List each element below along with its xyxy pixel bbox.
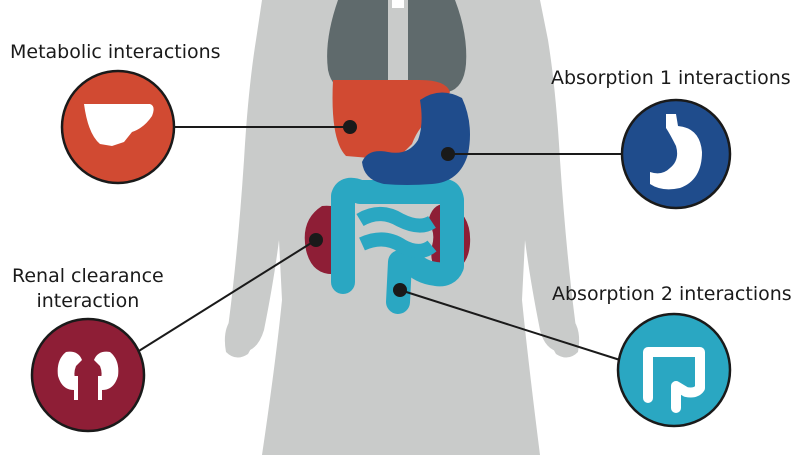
liver-icon xyxy=(84,104,154,146)
dot-stomach xyxy=(441,147,455,161)
kidneys-icon-badge xyxy=(30,317,146,433)
right-hand xyxy=(548,318,580,358)
label-absorption-2-interactions: Absorption 2 interactions xyxy=(552,283,792,305)
left-hand xyxy=(224,318,256,358)
label-absorption-1-interactions: Absorption 1 interactions xyxy=(551,67,791,89)
connector-renal xyxy=(133,239,317,355)
intestines xyxy=(331,177,464,314)
left-lung xyxy=(327,0,388,95)
intestine-icon xyxy=(643,347,705,413)
right-lung xyxy=(408,0,467,93)
trachea xyxy=(392,0,404,8)
liver-icon-badge xyxy=(60,69,176,185)
stomach-icon-badge xyxy=(620,98,732,210)
large-intestine xyxy=(331,177,464,314)
connector-dots xyxy=(309,120,455,297)
lungs xyxy=(327,0,467,95)
label-renal-line-2: interaction xyxy=(36,290,140,312)
small-intestine xyxy=(356,207,437,258)
connectors xyxy=(133,126,622,361)
stomach xyxy=(362,92,470,185)
dot-intestine xyxy=(393,283,407,297)
label-renal-clearance-interaction: Renal clearance interaction xyxy=(12,264,164,314)
kidneys-icon xyxy=(57,351,119,400)
dot-liver xyxy=(343,120,357,134)
dot-kidney xyxy=(309,233,323,247)
intestine-icon-badge xyxy=(616,312,732,428)
label-metabolic-interactions: Metabolic interactions xyxy=(10,41,221,63)
label-renal-line-1: Renal clearance xyxy=(12,265,164,287)
stomach-icon xyxy=(650,114,702,190)
liver xyxy=(332,80,450,158)
connector-absorption2 xyxy=(399,289,621,361)
